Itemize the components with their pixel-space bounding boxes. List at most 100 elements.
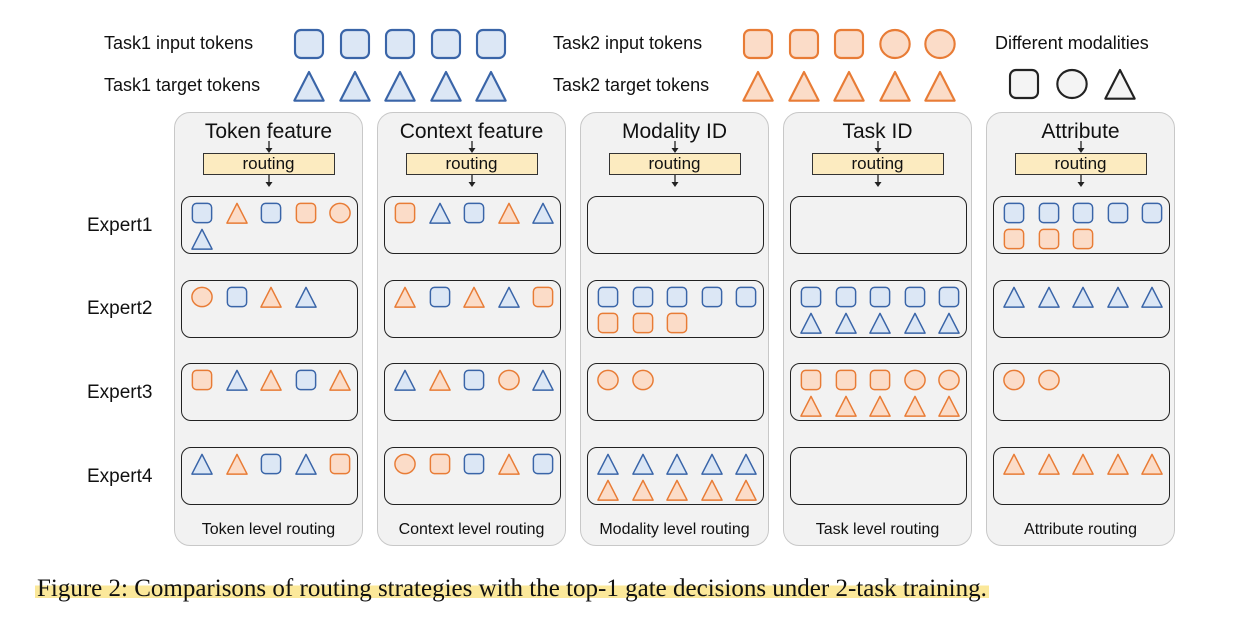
blue-square-token [597,286,619,307]
blue-triangle-token [700,453,723,475]
orange-triangle-token [428,369,451,391]
orange-circle-token [497,369,520,390]
expert-bucket [790,447,967,505]
blue-triangle-token [631,453,654,475]
legend-task2-input-label: Task2 input tokens [553,33,703,53]
blue-square-token [260,202,282,223]
expert1-label: Expert1 [87,215,153,236]
blue-square-token [869,286,891,307]
orange-circle-token [191,286,213,307]
orange-triangle-token [497,453,520,475]
blue-triangle-token [338,70,371,102]
expert-bucket [993,447,1170,505]
expert-bucket [587,280,764,338]
blue-square-token [475,28,507,60]
orange-triangle-token [787,70,820,102]
blue-triangle-token [294,453,317,475]
blue-triangle-token [191,453,213,475]
expert-bucket [993,363,1170,421]
orange-square-token [869,369,891,390]
routing-box: routing [1014,153,1147,175]
column-title: Task ID [842,120,913,143]
arrow-down-icon [874,175,881,187]
orange-square-token [597,312,619,333]
expert-bucket [587,196,764,254]
blue-triangle-token [903,312,926,334]
blue-square-token [1141,202,1163,223]
neutral-circle-token [1056,68,1088,100]
orange-circle-token [1003,369,1025,390]
blue-triangle-token [394,369,416,391]
orange-triangle-token [938,395,960,417]
blue-square-token [632,286,653,307]
blue-square-token [938,286,960,307]
orange-square-token [800,369,822,390]
routing-box: routing [608,153,741,175]
orange-triangle-token [597,479,619,501]
arrow-down-icon [1077,175,1084,187]
orange-triangle-token [924,70,956,102]
blue-triangle-token [1003,286,1025,308]
orange-triangle-token [735,479,757,501]
orange-circle-token [924,28,956,60]
orange-square-token [1072,228,1094,249]
blue-triangle-token [666,453,688,475]
expert-bucket [790,363,967,421]
blue-square-token [226,286,247,307]
expert-bucket [181,363,358,421]
orange-triangle-token [225,453,248,475]
blue-square-token [429,286,450,307]
orange-triangle-token [1037,453,1060,475]
blue-square-token [339,28,370,60]
routing-box: routing [811,153,944,175]
blue-triangle-token [532,369,554,391]
routing-box: routing [202,153,335,175]
blue-triangle-token [532,202,554,224]
orange-triangle-token [1072,453,1094,475]
orange-triangle-token [1141,453,1163,475]
arrow-down-icon [265,141,272,153]
column-title: Modality ID [621,120,728,143]
expert-bucket [384,280,561,338]
orange-square-token [329,453,351,474]
expert-bucket [384,196,561,254]
blue-triangle-token [597,453,619,475]
blue-triangle-token [834,312,857,334]
blue-square-token [835,286,856,307]
column-title: Attribute [1041,120,1120,143]
expert-bucket [790,280,967,338]
orange-triangle-token [260,369,282,391]
blue-square-token [735,286,757,307]
blue-square-token [800,286,822,307]
expert3-label: Expert3 [87,382,153,403]
neutral-triangle-token [1104,68,1136,100]
blue-square-token [463,202,485,223]
arrow-down-icon [468,175,475,187]
orange-circle-token [597,369,619,390]
legend-task1-input-label: Task1 input tokens [104,33,254,53]
expert2-label: Expert2 [87,298,153,319]
caption-text: Figure 2: Comparisons of routing strateg… [35,575,989,602]
blue-triangle-token [294,286,317,308]
blue-square-token [1003,202,1025,223]
orange-square-token [666,312,688,333]
column-footer: Task level routing [815,521,940,538]
expert-bucket [181,196,358,254]
orange-triangle-token [260,286,282,308]
orange-circle-token [878,28,911,60]
column-footer: Attribute routing [1024,521,1137,538]
expert-bucket [993,196,1170,254]
arrow-down-icon [468,141,475,153]
blue-triangle-token [938,312,960,334]
expert-bucket [587,363,764,421]
orange-triangle-token [394,286,416,308]
legend-task2-target-label: Task2 target tokens [553,75,710,95]
orange-square-token [632,312,653,333]
column-title: Token feature [204,120,333,143]
blue-square-token [430,28,461,60]
expert4-label: Expert4 [87,466,153,487]
blue-triangle-token [735,453,757,475]
orange-square-token [742,28,774,60]
orange-triangle-token [666,479,688,501]
